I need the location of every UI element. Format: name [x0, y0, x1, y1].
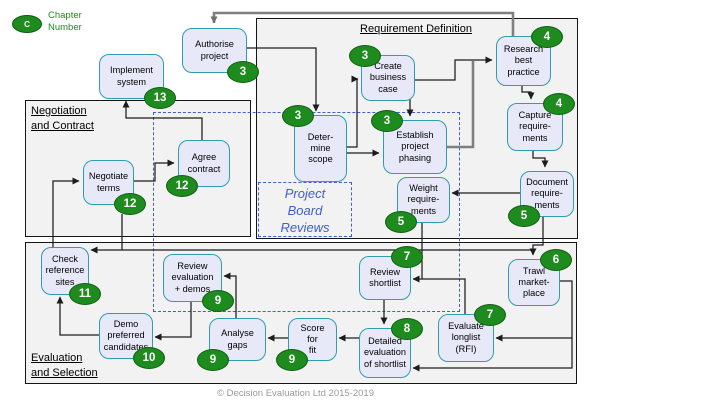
- node-label: Establish project phasing: [396, 130, 434, 163]
- chapter-badge: 3: [371, 110, 403, 132]
- node-label: Detailed evaluation of shortlist: [364, 336, 406, 369]
- chapter-badge: 3: [349, 45, 381, 67]
- node-demo-preferred-candidates: Demo preferred candidates 10: [99, 313, 165, 369]
- node-implement-system: Implement system 13: [99, 54, 176, 109]
- node-establish-project-phasing: Establish project phasing 3: [371, 110, 447, 174]
- node-evaluate-longlist: Evaluate longlist (RFI) 7: [438, 304, 506, 362]
- chapter-badge: 5: [508, 205, 540, 227]
- chapter-legend-ellipse: C: [12, 15, 42, 33]
- chapter-badge: 7: [474, 304, 506, 326]
- node-determine-scope: Deter- mine scope 3: [282, 105, 347, 182]
- chapter-badge: 9: [276, 349, 308, 371]
- node-label: Evaluate longlist (RFI): [448, 321, 484, 354]
- copyright-text: © Decision Evaluation Ltd 2015-2019: [217, 388, 374, 399]
- node-label: Check reference sites: [45, 254, 85, 287]
- chapter-badge: 4: [543, 93, 575, 115]
- node-label: Authorise project: [195, 39, 234, 61]
- chapter-badge: 11: [69, 283, 101, 305]
- chapter-badge: 12: [114, 193, 146, 215]
- chapter-badge: 7: [391, 246, 423, 268]
- negotiation-contract-title: Negotiation and Contract: [31, 105, 94, 132]
- node-score-for-fit: Score for fit 9: [276, 318, 337, 371]
- node-analyse-gaps: Analyse gaps 9: [197, 318, 266, 371]
- node-label: Analyse gaps: [221, 328, 254, 350]
- chapter-badge: 13: [144, 87, 176, 109]
- project-board-reviews-label: Project Board Reviews: [280, 186, 330, 235]
- node-review-evaluation-demos: Review evaluation + demos 9: [163, 254, 234, 312]
- node-label: Review evaluation + demos: [171, 261, 214, 294]
- node-check-reference-sites: Check reference sites 11: [41, 247, 101, 305]
- chapter-badge: 3: [227, 61, 259, 83]
- node-label: Negotiate terms: [88, 171, 129, 193]
- node-label: Weight require- ments: [407, 183, 440, 216]
- node-authorise-project: Authorise project 3: [182, 28, 259, 83]
- node-label: Trawl market- place: [518, 265, 550, 299]
- chapter-badge: 6: [540, 249, 572, 271]
- node-document-requirements: Document require- ments 5: [508, 171, 574, 227]
- node-label: Create business case: [369, 61, 407, 94]
- chapter-badge: 9: [197, 349, 229, 371]
- chapter-badge: 9: [202, 290, 234, 312]
- node-trawl-marketplace: Trawl market- place 6: [508, 249, 572, 306]
- node-negotiate-terms: Negotiate terms 12: [83, 160, 146, 215]
- chapter-badge: 8: [391, 318, 423, 340]
- node-label: Agree contract: [187, 152, 221, 174]
- chapter-badge: 10: [133, 347, 165, 369]
- project-board-reviews-label-box: Project Board Reviews: [258, 182, 352, 237]
- node-label: Implement system: [110, 65, 153, 87]
- node-detailed-evaluation: Detailed evaluation of shortlist 8: [359, 318, 423, 378]
- node-create-business-case: Create business case 3: [349, 45, 415, 101]
- node-label: Capture require- ments: [518, 110, 552, 143]
- node-label: Deter- mine scope: [307, 131, 334, 165]
- node-label: Document require- ments: [526, 177, 568, 210]
- chapter-legend-label: Chapter Number: [48, 10, 82, 33]
- node-label: Demo preferred candidates: [103, 319, 149, 352]
- chapter-badge: 12: [166, 175, 198, 197]
- node-label: Research best practice: [503, 44, 544, 77]
- evaluation-selection-title: Evaluation and Selection: [31, 352, 98, 379]
- node-research-best-practice: Research best practice 4: [496, 26, 563, 86]
- chapter-badge: 5: [385, 211, 417, 233]
- node-weight-requirements: Weight require- ments 5: [385, 177, 450, 233]
- node-label: Score for fit: [300, 322, 325, 356]
- node-capture-requirements: Capture require- ments 4: [507, 93, 575, 151]
- node-agree-contract: Agree contract 12: [166, 140, 230, 197]
- chapter-badge: 4: [531, 26, 563, 48]
- chapter-badge: 3: [282, 105, 314, 127]
- requirement-definition-title: Requirement Definition: [360, 23, 472, 35]
- node-label: Review shortlist: [369, 266, 401, 288]
- node-review-shortlist: Review shortlist 7: [359, 246, 423, 300]
